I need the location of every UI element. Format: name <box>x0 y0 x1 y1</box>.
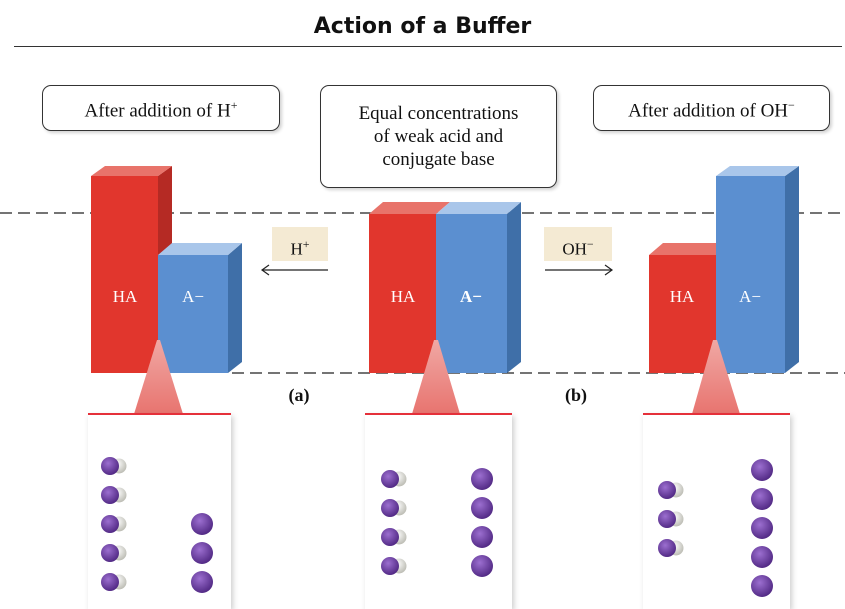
left-box-text: After addition of H <box>84 100 231 122</box>
right-ha-molecule-3 <box>658 481 676 499</box>
left-a-ion-3 <box>191 513 213 535</box>
h-plus-tag: H+ <box>272 227 328 261</box>
center-a-bar-top <box>436 202 521 214</box>
left-condition-box: After addition of H+ <box>42 85 280 131</box>
left-ha-molecule-2 <box>101 544 119 562</box>
h-plus-sup: + <box>302 237 310 251</box>
left-ha-bar <box>91 176 158 373</box>
center-ha-molecule-4 <box>381 470 399 488</box>
oh-minus-base: OH <box>562 239 587 259</box>
right-a-bar-side <box>785 166 799 373</box>
left-ha-molecule-4 <box>101 486 119 504</box>
center-ha-molecule-1 <box>381 557 399 575</box>
center-box-line3: conjugate base <box>382 149 495 170</box>
center-ha-molecule-2 <box>381 528 399 546</box>
right-zoom-callout <box>692 340 740 414</box>
right-a-bar <box>716 176 785 373</box>
left-a-ion-2 <box>191 542 213 564</box>
right-a-ion-2 <box>751 546 773 568</box>
right-ha-bar-top <box>649 243 730 255</box>
center-a-ion-4 <box>471 468 493 490</box>
center-ha-label: HA <box>390 287 416 306</box>
center-a-bar-side <box>507 202 521 373</box>
h-plus-base: H <box>290 239 303 259</box>
center-a-ion-3 <box>471 497 493 519</box>
right-a-ion-3 <box>751 517 773 539</box>
right-a-ion-4 <box>751 488 773 510</box>
oh-minus-sup: − <box>586 237 594 251</box>
left-a-bar-side <box>228 243 242 373</box>
right-ha-bar <box>649 255 716 373</box>
oh-minus-tag: OH− <box>544 227 612 261</box>
center-bars <box>369 202 521 373</box>
molecules-layer <box>101 457 773 597</box>
left-ha-bar-top <box>91 166 172 176</box>
center-box-line1: Equal concentrations <box>358 103 519 124</box>
right-ha-label: HA <box>669 287 695 306</box>
right-a-label: A− <box>739 287 761 306</box>
right-a-ion-5 <box>751 459 773 481</box>
left-ha-molecule-5 <box>101 457 119 475</box>
center-condition-box: Equal concentrations of weak acid and co… <box>320 85 557 188</box>
left-bars <box>91 166 242 373</box>
center-ha-molecule-3 <box>381 499 399 517</box>
left-zoom-callout <box>134 340 183 414</box>
center-ha-bar <box>369 214 436 373</box>
left-a-bar <box>158 255 228 373</box>
center-zoom-callout <box>412 340 460 414</box>
title-rule <box>14 46 842 47</box>
right-bars <box>649 166 799 373</box>
right-condition-box: After addition of OH− <box>593 85 830 131</box>
center-a-ion-1 <box>471 555 493 577</box>
left-box-sup: + <box>230 97 238 112</box>
center-a-ion-2 <box>471 526 493 548</box>
right-ha-molecule-1 <box>658 539 676 557</box>
step-label-a: (a) <box>288 385 310 405</box>
step-label-b: (b) <box>565 385 587 405</box>
center-ha-bar-top <box>369 202 450 214</box>
left-ha-molecule-3 <box>101 515 119 533</box>
right-ha-molecule-2 <box>658 510 676 528</box>
center-a-bar <box>436 214 507 373</box>
right-arrow <box>545 264 614 276</box>
right-box-sup: − <box>788 97 795 112</box>
left-a-label: A− <box>182 287 204 306</box>
left-ha-molecule-1 <box>101 573 119 591</box>
right-box-text: After addition of OH <box>628 100 789 122</box>
center-box-line2: of weak acid and <box>373 126 504 147</box>
left-a-bar-top <box>158 243 242 255</box>
left-a-ion-1 <box>191 571 213 593</box>
right-a-ion-1 <box>751 575 773 597</box>
center-a-label: A− <box>460 287 482 306</box>
left-arrow <box>260 264 328 276</box>
left-ha-label: HA <box>112 287 138 306</box>
right-a-bar-top <box>716 166 799 176</box>
page-title: Action of a Buffer <box>313 14 532 39</box>
